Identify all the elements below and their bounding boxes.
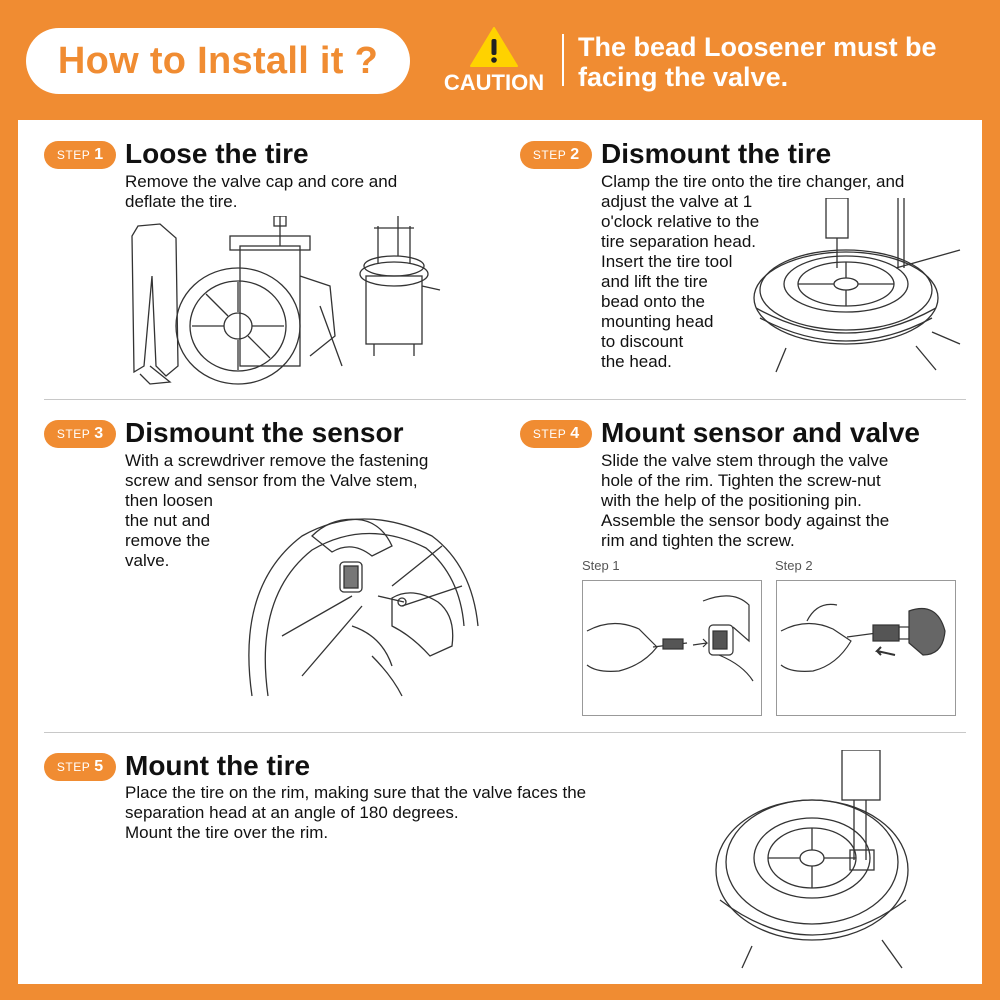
tire-mount-illustration xyxy=(715,750,909,969)
desc-line: mounting head xyxy=(601,312,714,331)
sensor-removal-illustration xyxy=(248,518,479,697)
tire-changer-illustration xyxy=(131,216,441,385)
caution-block: CAUTION xyxy=(438,26,550,98)
sub-step-frame-2 xyxy=(776,580,956,716)
desc-line: rim and tighten the screw. xyxy=(601,531,795,550)
step-title-4: Mount sensor and valve xyxy=(601,417,920,448)
desc-line: to discount xyxy=(601,332,684,351)
desc-line: and lift the tire xyxy=(601,272,708,291)
desc-line: Remove the valve cap and core and xyxy=(125,172,398,191)
step-desc-1: Remove the valve cap and core and deflat… xyxy=(125,172,485,212)
desc-line: with the help of the positioning pin. xyxy=(601,491,862,510)
desc-line: then loosen xyxy=(125,491,213,510)
step-word: STEP xyxy=(56,148,91,162)
step-title-3: Dismount the sensor xyxy=(125,417,404,448)
step-number: 3 xyxy=(94,425,104,442)
step-number: 5 xyxy=(94,758,104,775)
step-word: STEP xyxy=(532,427,567,441)
desc-line: deflate the tire. xyxy=(125,192,238,211)
desc-line: Assemble the sensor body against the xyxy=(601,511,890,530)
desc-line: tire separation head. xyxy=(601,232,756,251)
sub-step-caption-1: Step 1 xyxy=(582,558,620,573)
desc-line: Place the tire on the rim, making sure t… xyxy=(125,783,587,802)
desc-line: Clamp the tire onto the tire changer, an… xyxy=(601,172,905,191)
desc-line: remove the xyxy=(125,531,211,550)
step-word: STEP xyxy=(56,427,91,441)
step-number: 4 xyxy=(570,425,580,442)
step-word: STEP xyxy=(532,148,567,162)
step-number: 1 xyxy=(94,146,104,163)
section-divider xyxy=(44,399,966,400)
desc-line: With a screwdriver remove the fastening xyxy=(125,451,429,470)
desc-line: the head. xyxy=(601,352,672,371)
desc-line: separation head at an angle of 180 degre… xyxy=(125,803,459,822)
desc-line: screw and sensor from the Valve stem, xyxy=(125,471,418,490)
desc-line: adjust the valve at 1 xyxy=(601,192,753,211)
step-desc-4: Slide the valve stem through the valve h… xyxy=(601,451,971,551)
page-title: How to Install it ? xyxy=(57,39,379,82)
desc-line: bead onto the xyxy=(601,292,705,311)
desc-line: valve. xyxy=(125,551,170,570)
desc-line: Slide the valve stem through the valve xyxy=(601,451,889,470)
desc-line: Mount the tire over the rim. xyxy=(125,823,329,842)
step-desc-5: Place the tire on the rim, making sure t… xyxy=(125,783,705,843)
step-title-2: Dismount the tire xyxy=(601,138,832,169)
sub-step-frame-1 xyxy=(582,580,762,716)
step-desc-3: With a screwdriver remove the fastening … xyxy=(125,451,505,571)
valve-insert-illustration xyxy=(586,595,754,682)
step-title-1: Loose the tire xyxy=(125,138,309,169)
warning-triangle-icon xyxy=(470,27,518,67)
step-title-5: Mount the tire xyxy=(125,750,311,781)
step-desc-2: Clamp the tire onto the tire changer, an… xyxy=(601,172,971,372)
step-word: STEP xyxy=(56,760,91,774)
step-number: 2 xyxy=(570,146,580,163)
section-divider xyxy=(44,732,966,733)
tire-dismount-illustration xyxy=(753,198,961,373)
title-pill: How to Install it ? xyxy=(26,28,410,94)
caution-text: The bead Loosener must be facing the val… xyxy=(578,32,937,92)
desc-line: Insert the tire tool xyxy=(601,252,733,271)
caution-divider xyxy=(562,34,564,86)
desc-line: o'clock relative to the xyxy=(601,212,760,231)
sub-step-caption-2: Step 2 xyxy=(775,558,813,573)
caution-label: CAUTION xyxy=(443,70,545,95)
desc-line: the nut and xyxy=(125,511,211,530)
desc-line: hole of the rim. Tighten the screw-nut xyxy=(601,471,881,490)
sensor-assembly-illustration xyxy=(780,603,946,672)
